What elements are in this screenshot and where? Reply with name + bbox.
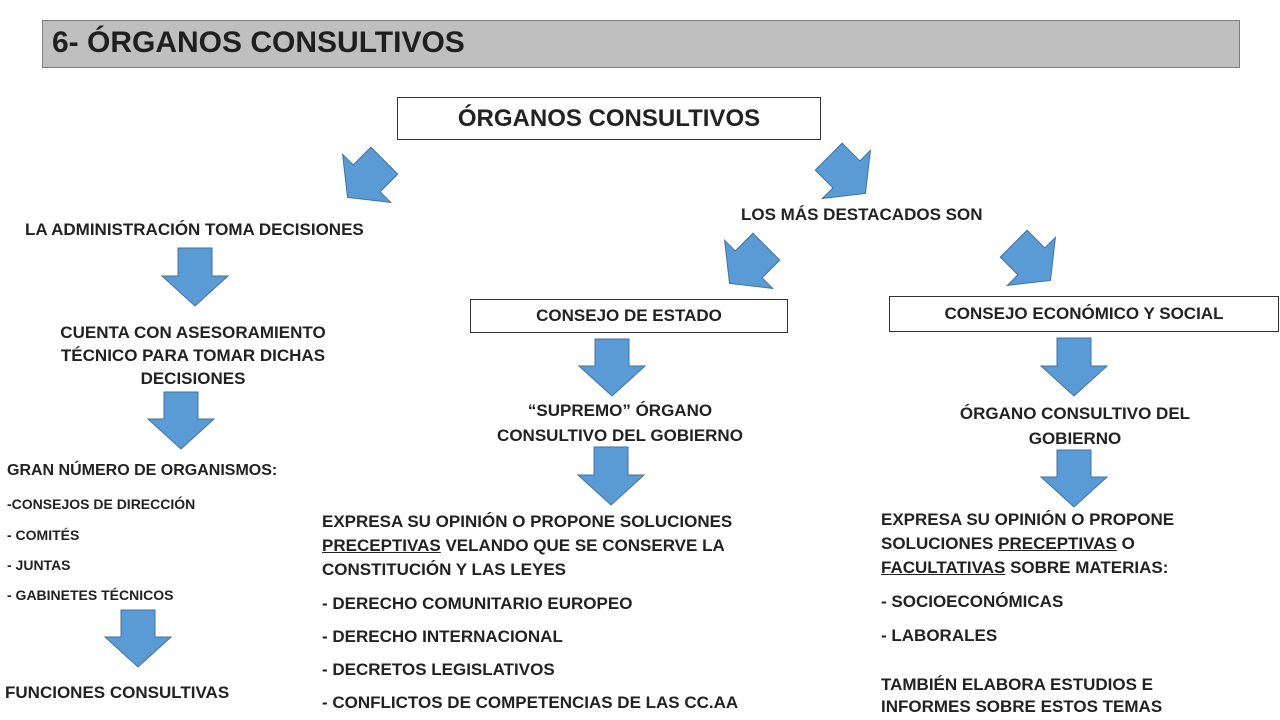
organisms-title: GRAN NÚMERO DE ORGANISMOS: [7,462,278,479]
functions-label: FUNCIONES CONSULTIVAS [5,683,230,702]
ces-item: - LABORALES [881,626,998,645]
arrow-diagonal-down-right-icon [999,229,1057,287]
ces-extra: TAMBIÉN ELABORA ESTUDIOS E INFORMES SOBR… [881,674,1162,718]
organism-item: - COMITÉS [7,527,80,543]
decision-label: LA ADMINISTRACIÓN TOMA DECISIONES [25,220,364,239]
arrow-diagonal-down-left-icon [341,146,399,204]
highlighted-label: LOS MÁS DESTACADOS SON [741,205,983,224]
text-fragment: SOLUCIONES [881,534,999,553]
text-fragment: O [1116,534,1135,553]
arrow-down-icon [160,247,230,307]
arrow-down-icon [1039,449,1109,508]
ce-item: - DERECHO INTERNACIONAL [322,627,563,646]
page-title: 6- ÓRGANOS CONSULTIVOS [52,26,465,59]
text-line: INFORMES SOBRE ESTOS TEMAS [881,697,1163,716]
organism-item: - GABINETES TÉCNICOS [7,587,174,603]
consejo-estado-box: CONSEJO DE ESTADO [470,299,788,333]
arrow-down-icon [577,338,647,397]
advice-line: CUENTA CON ASESORAMIENTO [60,323,326,342]
underlined-term: PRECEPTIVAS [322,536,441,555]
ce-item: - DECRETOS LEGISLATIVOS [322,660,555,679]
description-line: “SUPREMO” ÓRGANO [527,401,713,420]
ce-item: - CONFLICTOS DE COMPETENCIAS DE LAS CC.A… [322,693,739,712]
description-line: ÓRGANO CONSULTIVO DEL [959,404,1191,423]
consejo-economico-box: CONSEJO ECONÓMICO Y SOCIAL [889,296,1279,332]
description-line: GOBIERNO [1028,429,1122,448]
consejo-economico-text: EXPRESA SU OPINIÓN O PROPONE SOLUCIONES … [881,508,1174,580]
text-line: SOLUCIONES PRECEPTIVAS O [881,532,1174,556]
underlined-term: PRECEPTIVAS [998,534,1117,553]
advice-line: DECISIONES [140,369,246,388]
advice-line: TÉCNICO PARA TOMAR DICHAS [60,346,326,365]
arrow-diagonal-down-left-icon [723,232,781,290]
ces-item: - SOCIOECONÓMICAS [881,592,1064,611]
text-line: PRECEPTIVAS VELANDO QUE SE CONSERVE LA [322,534,732,558]
arrow-down-icon [146,391,216,450]
arrow-down-icon [1039,337,1109,397]
text-fragment: SOBRE MATERIAS: [1005,558,1169,577]
text-fragment: VELANDO QUE SE CONSERVE LA [440,536,725,555]
description-line: CONSULTIVO DEL GOBIERNO [497,426,743,445]
text-line: TAMBIÉN ELABORA ESTUDIOS E [881,675,1154,694]
advice-text: CUENTA CON ASESORAMIENTO TÉCNICO PARA TO… [8,321,378,390]
arrow-down-icon [103,609,173,668]
consejo-estado-text: EXPRESA SU OPINIÓN O PROPONE SOLUCIONES … [322,510,732,582]
text-line: FACULTATIVAS SOBRE MATERIAS: [881,556,1174,580]
text-line: EXPRESA SU OPINIÓN O PROPONE [881,510,1175,529]
title-banner [42,20,1240,68]
arrow-down-icon [576,446,646,506]
organism-item: - JUNTAS [7,557,71,573]
underlined-term: FACULTATIVAS [881,558,1006,577]
ce-item: - DERECHO COMUNITARIO EUROPEO [322,594,633,613]
text-line: EXPRESA SU OPINIÓN O PROPONE SOLUCIONES [322,512,733,531]
consejo-economico-description: ÓRGANO CONSULTIVO DEL GOBIERNO [895,401,1255,451]
text-line: CONSTITUCIÓN Y LAS LEYES [322,560,567,579]
root-node: ÓRGANOS CONSULTIVOS [397,97,821,140]
consejo-estado-description: “SUPREMO” ÓRGANO CONSULTIVO DEL GOBIERNO [420,398,820,448]
organism-item: -CONSEJOS DE DIRECCIÓN [7,496,196,512]
